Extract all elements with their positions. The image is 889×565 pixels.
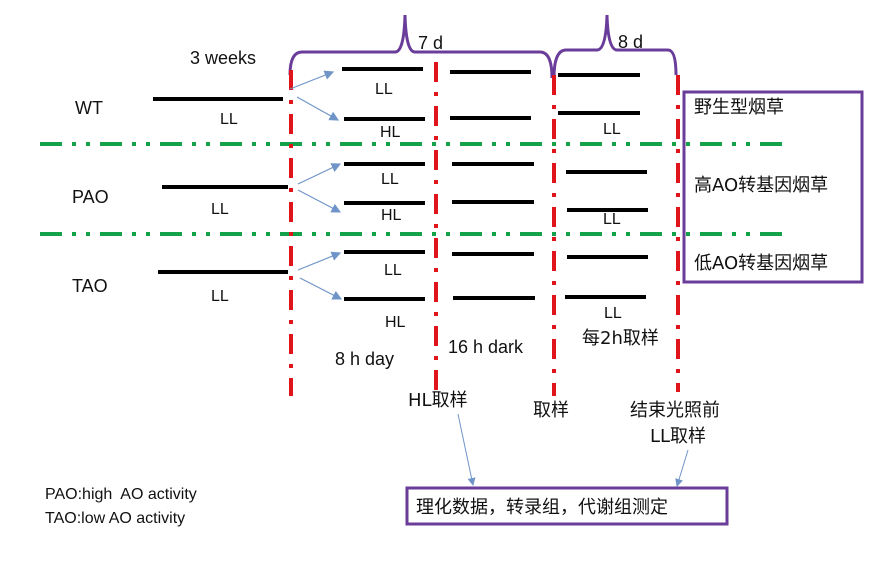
arrow bbox=[289, 70, 335, 90]
arrow bbox=[457, 413, 476, 486]
group-label-wt: WT bbox=[75, 98, 103, 118]
group-label-tao: TAO bbox=[72, 276, 108, 296]
legend-pao: 高AO转基因烟草 bbox=[694, 175, 828, 196]
end-sampling-label: LL取样 bbox=[650, 426, 706, 447]
duration-3-weeks: 3 weeks bbox=[190, 48, 256, 68]
sampling-label: 取样 bbox=[533, 400, 569, 421]
analysis-box bbox=[405, 486, 729, 526]
end-sampling-label: 结束光照前 bbox=[630, 400, 720, 421]
legend-tao: 低AO转基因烟草 bbox=[694, 253, 828, 274]
day-label: 8 h day bbox=[335, 349, 394, 369]
treatment-label: HL bbox=[381, 207, 402, 224]
sampling-every-2h: 每2h取样 bbox=[582, 328, 659, 349]
treatment-label: LL bbox=[375, 81, 393, 98]
recovery-label: LL bbox=[604, 305, 622, 322]
growth-light-label: LL bbox=[220, 111, 238, 128]
hl-sampling-label: HL取样 bbox=[408, 390, 468, 411]
dark-label: 16 h dark bbox=[448, 337, 524, 357]
arrow bbox=[297, 163, 342, 185]
duration-8d: 8 d bbox=[618, 32, 643, 52]
analysis-label: 理化数据，转录组，代谢组测定 bbox=[416, 497, 668, 518]
recovery-label: LL bbox=[603, 211, 621, 228]
abbreviation-pao: PAO:high AO activity bbox=[45, 486, 197, 503]
treatment-label: HL bbox=[380, 124, 401, 141]
brace-8d bbox=[552, 14, 678, 79]
growth-light-label: LL bbox=[211, 288, 229, 305]
arrow bbox=[296, 96, 340, 121]
abbreviation-tao: TAO:low AO activity bbox=[45, 510, 185, 527]
growth-light-label: LL bbox=[211, 201, 229, 218]
legend-wt: 野生型烟草 bbox=[694, 97, 784, 118]
duration-7d: 7 d bbox=[418, 33, 443, 53]
brace-7d bbox=[288, 14, 554, 79]
treatment-label: LL bbox=[384, 262, 402, 279]
arrow bbox=[297, 189, 342, 213]
treatment-label: LL bbox=[381, 171, 399, 188]
arrow bbox=[297, 251, 342, 271]
plant-legend-box bbox=[682, 90, 864, 284]
group-label-pao: PAO bbox=[72, 187, 109, 207]
arrow bbox=[299, 277, 343, 300]
recovery-label: LL bbox=[603, 121, 621, 138]
treatment-label: HL bbox=[385, 314, 406, 331]
arrow bbox=[675, 449, 689, 487]
